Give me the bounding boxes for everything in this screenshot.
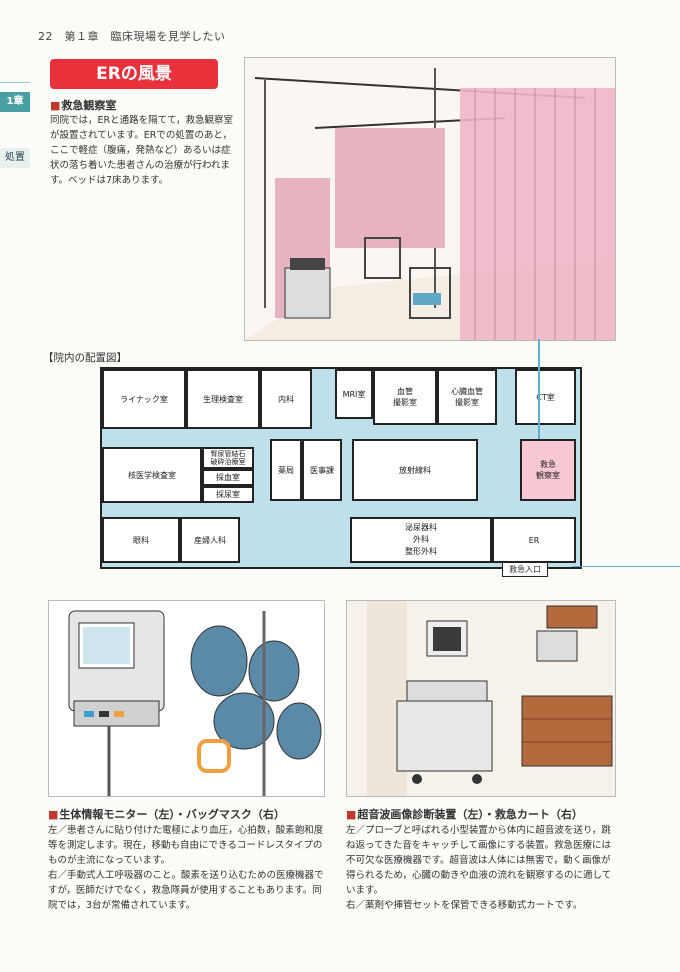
page-title: ERの風景: [50, 59, 218, 89]
room-outpatient-block: 泌尿器科 外科 整形外科: [350, 517, 492, 563]
room-vascular: 血管 撮影室: [373, 369, 437, 425]
ultrasound-cart-illustration: [346, 600, 616, 797]
monitor-section-heading: 生体情報モニター（左）・バッグマスク（右）: [48, 806, 285, 822]
room-linac: ライナック室: [102, 369, 186, 429]
room-medical-records: 医事課: [302, 439, 342, 501]
room-urine: 採尿室: [202, 486, 254, 503]
room-obgyn: 産婦人科: [180, 517, 240, 563]
map-title: 【院内の配置図】: [43, 352, 127, 364]
floor-plan: ライナック室 生理検査室 内科 MRI室 血管 撮影室 心臓血管 撮影室 CT室…: [100, 367, 582, 569]
room-internal-medicine: 内科: [260, 369, 312, 429]
observation-callout-line: [538, 339, 540, 439]
observation-room-illustration: [244, 57, 616, 341]
chapter-tab[interactable]: 1章: [0, 92, 30, 112]
sidebar-divider: [0, 82, 30, 83]
room-radiology: 放射線科: [352, 439, 478, 501]
room-ct: CT室: [515, 369, 576, 425]
room-eswl: 腎尿管結石 破砕治療室: [202, 447, 254, 469]
room-orthopedics: 整形外科: [405, 547, 437, 556]
room-mri: MRI室: [335, 369, 373, 419]
er-section-heading: 救急観察室: [50, 97, 116, 113]
section-tab[interactable]: 処置: [0, 148, 30, 168]
room-cardiac: 心臓血管 撮影室: [437, 369, 497, 425]
room-ophthalmology: 眼科: [102, 517, 180, 563]
emergency-entrance-label: 救急入口: [502, 562, 548, 577]
room-observation: 救急 観察室: [520, 439, 576, 501]
monitor-section-text: 左／患者さんに貼り付けた電極により血圧，心拍数，酸素飽和度等を測定します。現在，…: [48, 825, 324, 911]
room-blood: 採血室: [202, 469, 254, 486]
entrance-callout-line: [572, 566, 680, 567]
monitor-bagmask-illustration: [48, 600, 325, 797]
room-pharmacy: 薬局: [270, 439, 302, 501]
room-physiology: 生理検査室: [186, 369, 260, 429]
room-er: ER: [492, 517, 576, 563]
ultrasound-section-heading: 超音波画像診断装置（左）・救急カート（右）: [346, 806, 583, 822]
page-header: 22 第１章 臨床現場を見学したい: [38, 30, 226, 43]
ultrasound-section-text: 左／プローブと呼ばれる小型装置から体内に超音波を送り，跳ね返ってきた音をキャッチ…: [346, 825, 612, 911]
room-surgery: 外科: [413, 535, 429, 544]
room-urology: 泌尿器科: [405, 523, 437, 532]
er-section-text: 同院では，ERと通路を隔てて，救急観察室が設置されています。ERでの処置のあと，…: [50, 115, 233, 186]
room-nuclear: 核医学検査室: [102, 447, 202, 503]
